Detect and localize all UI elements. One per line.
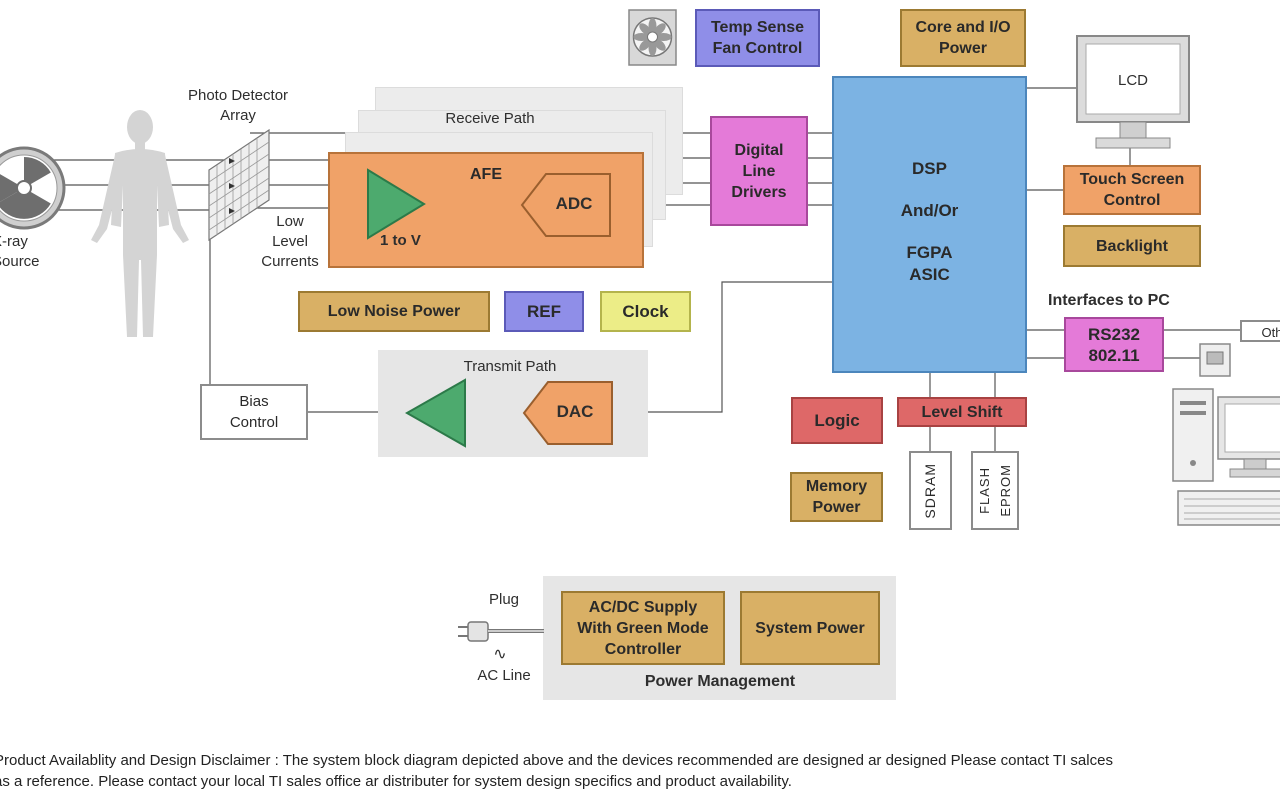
xray-source-label: X-raySource xyxy=(0,233,40,270)
fan-icon xyxy=(628,9,677,66)
clock-block: Clock xyxy=(600,291,691,332)
low-noise-power: Low Noise Power xyxy=(298,291,490,332)
acdc-supply: AC/DC Supply With Green Mode Controller xyxy=(561,591,725,665)
level-shift-block: Level Shift xyxy=(897,397,1027,427)
disclaimer-line-1: Product Availablity and Design Disclaime… xyxy=(0,752,1113,769)
ref-block: REF xyxy=(504,291,584,332)
interfaces-to-pc-title: Interfaces to PC xyxy=(1048,292,1170,309)
backlight: Backlight xyxy=(1063,225,1201,267)
receive-path-title: Receive Path xyxy=(445,110,535,127)
digital-line-drivers: Digital Line Drivers xyxy=(710,116,808,226)
pc-tower-icon xyxy=(1172,388,1280,526)
photo-detector-array-icon xyxy=(208,128,270,242)
core-io-power: Core and I/O Power xyxy=(900,9,1026,67)
touch-screen-control: Touch Screen Control xyxy=(1063,165,1201,215)
disclaimer-line-2: as a reference. Please contact your loca… xyxy=(0,773,792,790)
flash-eprom-block: FLASH EPROM xyxy=(971,451,1019,530)
transmit-path-title: Transmit Path xyxy=(463,358,557,375)
human-figure-icon xyxy=(91,110,189,337)
plug-icon xyxy=(458,621,544,642)
pc-other-tag: Oth xyxy=(1240,320,1280,342)
dsp-fpga-asic-block: DSP And/Or FGPA ASIC xyxy=(832,76,1027,373)
logic-block: Logic xyxy=(791,397,883,444)
power-management-title: Power Management xyxy=(644,673,796,690)
ac-line-label: AC Line xyxy=(477,667,531,684)
sdram-block: SDRAM xyxy=(909,451,952,530)
adc-block xyxy=(520,173,611,237)
usb-port-icon xyxy=(1199,343,1231,377)
temp-sense-fan-control: Temp Sense Fan Control xyxy=(695,9,820,67)
lcd-monitor-icon xyxy=(1076,35,1190,149)
transmit-amplifier-icon xyxy=(404,378,466,448)
amp-label: 1 to V xyxy=(380,232,421,249)
plug-label: Plug xyxy=(488,591,520,608)
ac-wave-icon: ∿ xyxy=(493,646,507,663)
xray-source-icon xyxy=(0,146,66,230)
afe-title: AFE xyxy=(470,166,502,183)
receive-amplifier-icon xyxy=(367,168,426,240)
lcd-label: LCD xyxy=(1117,72,1148,89)
system-power: System Power xyxy=(740,591,880,665)
adc-label: ADC xyxy=(555,194,593,213)
dac-block xyxy=(522,381,613,445)
dac-label: DAC xyxy=(556,402,594,421)
